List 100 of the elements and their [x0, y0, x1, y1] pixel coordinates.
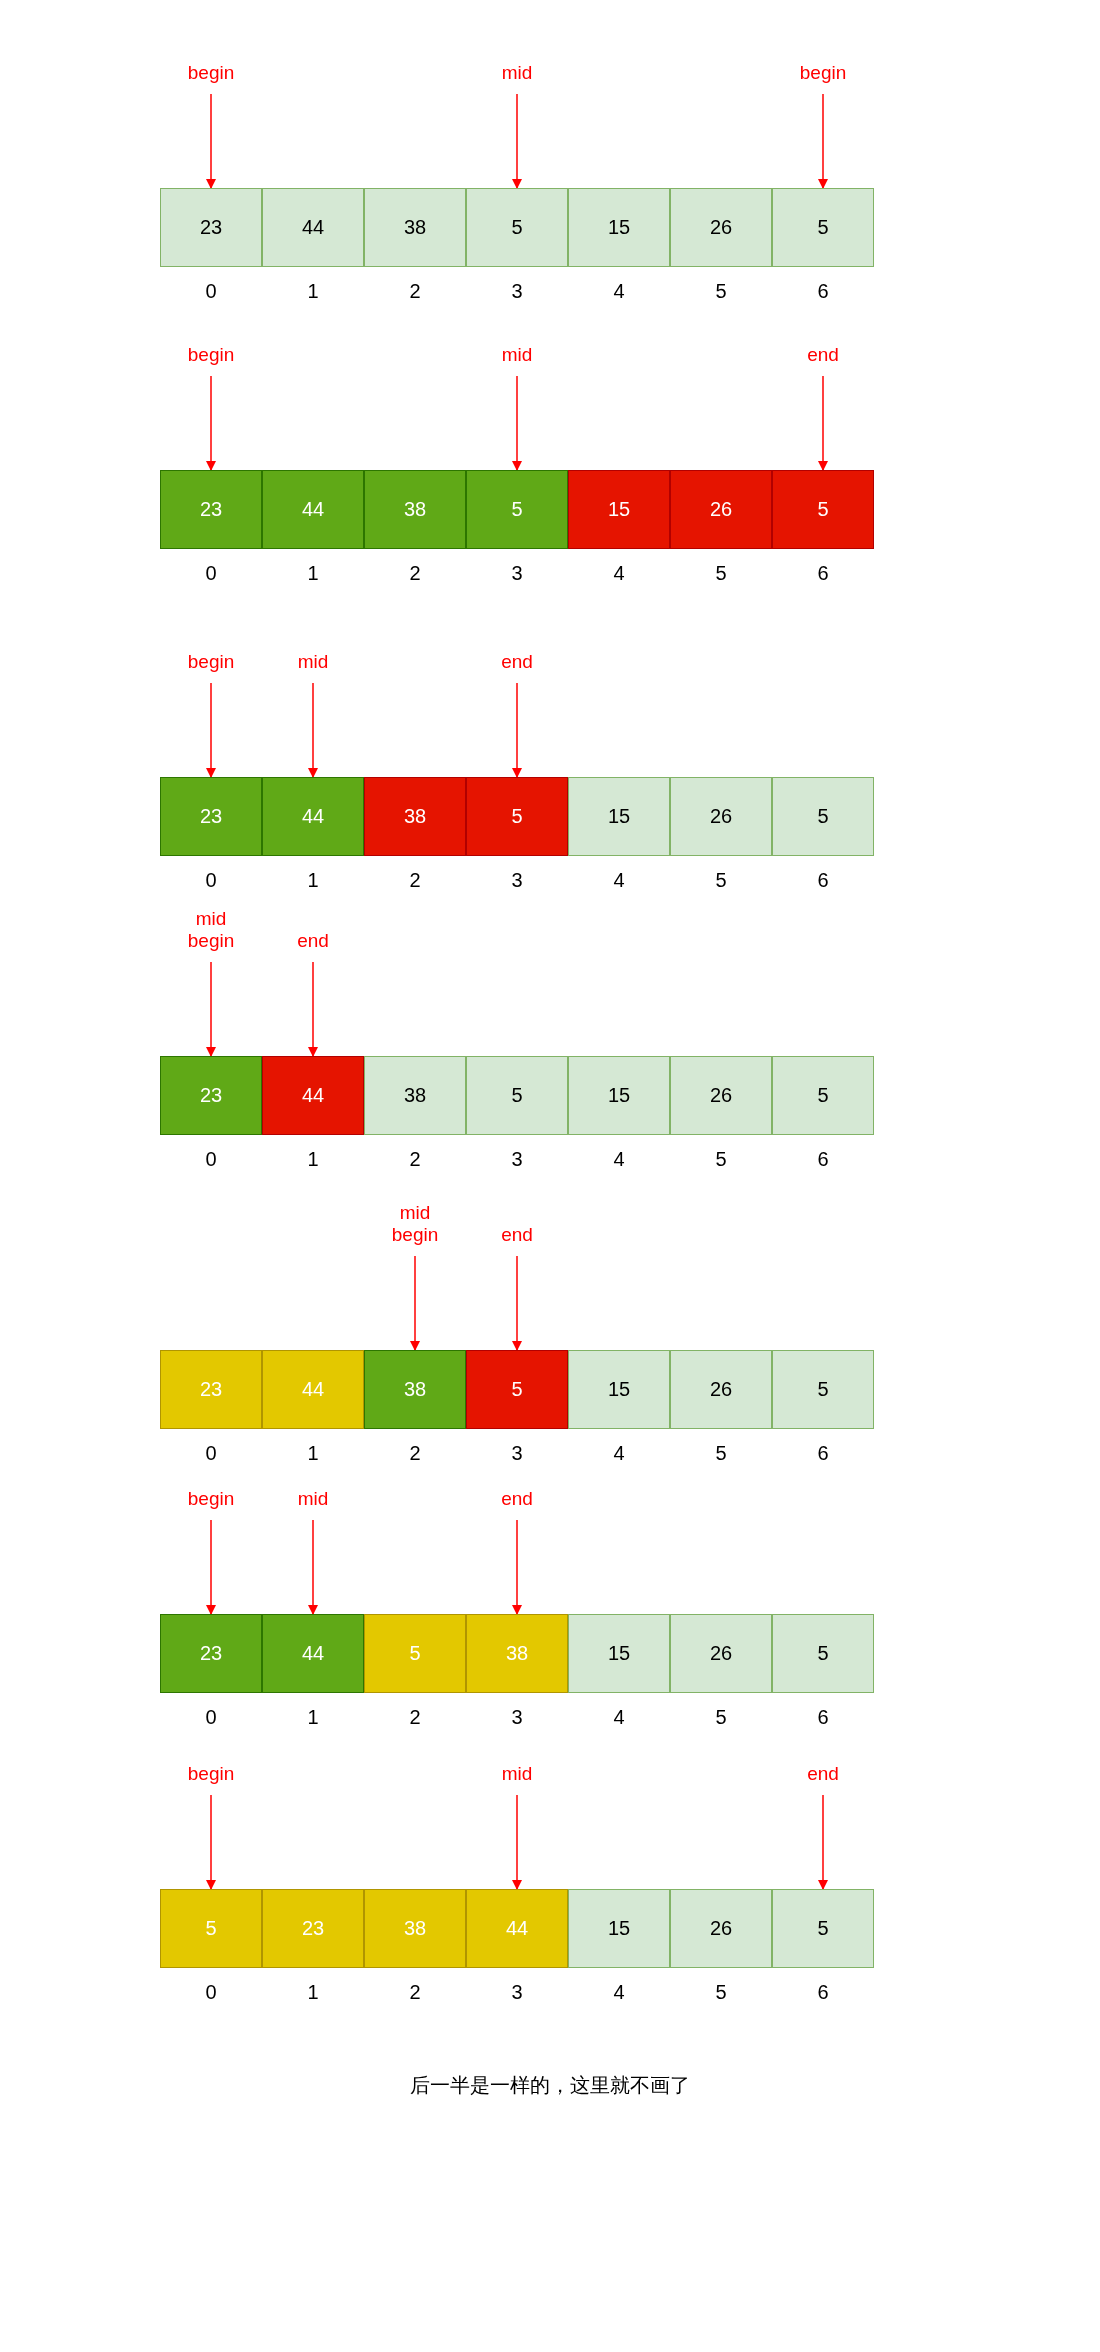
array-cell: 44	[262, 470, 364, 549]
index-number: 0	[204, 1706, 218, 1729]
index-number: 4	[612, 1442, 626, 1465]
array-cell: 26	[670, 777, 772, 856]
index-number: 5	[714, 1442, 728, 1465]
array-cell: 5	[772, 1350, 874, 1429]
index-number: 2	[408, 869, 422, 892]
index-number: 3	[510, 1706, 524, 1729]
index-number: 0	[204, 869, 218, 892]
index-number: 1	[306, 1706, 320, 1729]
index-number: 2	[408, 562, 422, 585]
array-cell: 5	[772, 777, 874, 856]
index-number: 6	[816, 562, 830, 585]
array-cell: 38	[364, 470, 466, 549]
array-cell: 26	[670, 1056, 772, 1135]
arrow	[818, 375, 828, 471]
index-number: 4	[612, 869, 626, 892]
arrow	[410, 1255, 420, 1351]
pointer-label: begin	[161, 1488, 261, 1510]
index-number: 0	[204, 1148, 218, 1171]
caption: 后一半是一样的，这里就不画了	[409, 2073, 691, 2098]
index-number: 2	[408, 280, 422, 303]
array-cell: 15	[568, 188, 670, 267]
index-number: 3	[510, 1981, 524, 2004]
array-cell: 5	[772, 188, 874, 267]
array-cell: 15	[568, 1350, 670, 1429]
pointer-label: mid	[467, 344, 567, 366]
arrow	[512, 93, 522, 189]
index-number: 2	[408, 1981, 422, 2004]
index-number: 5	[714, 1981, 728, 2004]
index-number: 5	[714, 1148, 728, 1171]
array-cell: 38	[364, 1056, 466, 1135]
index-number: 4	[612, 1981, 626, 2004]
array-cell: 38	[364, 1889, 466, 1968]
array-cell: 23	[160, 777, 262, 856]
pointer-label: mid	[263, 651, 363, 673]
arrow	[512, 682, 522, 778]
array-cell: 26	[670, 1614, 772, 1693]
index-number: 4	[612, 1706, 626, 1729]
pointer-label: end	[773, 344, 873, 366]
array-cell: 5	[772, 1889, 874, 1968]
arrow	[512, 1255, 522, 1351]
pointer-label: begin	[161, 62, 261, 84]
pointer-label: begin	[161, 344, 261, 366]
index-number: 0	[204, 1442, 218, 1465]
array-cell: 5	[466, 1350, 568, 1429]
array-cell: 23	[160, 188, 262, 267]
index-number: 3	[510, 562, 524, 585]
index-number: 1	[306, 1981, 320, 2004]
index-number: 3	[510, 280, 524, 303]
array-cell: 38	[364, 188, 466, 267]
pointer-label: end	[263, 930, 363, 952]
array-cell: 15	[568, 1056, 670, 1135]
array-cell: 15	[568, 777, 670, 856]
array-cell: 5	[160, 1889, 262, 1968]
array-cell: 23	[160, 1614, 262, 1693]
array-cell: 5	[772, 470, 874, 549]
index-number: 1	[306, 1148, 320, 1171]
arrow	[818, 93, 828, 189]
index-number: 1	[306, 869, 320, 892]
array-cell: 5	[466, 777, 568, 856]
index-number: 6	[816, 1981, 830, 2004]
index-number: 5	[714, 1706, 728, 1729]
pointer-label: mid begin	[161, 908, 261, 952]
arrow	[206, 375, 216, 471]
arrow	[512, 375, 522, 471]
array-cell: 44	[262, 1056, 364, 1135]
arrow	[308, 1519, 318, 1615]
pointer-label: begin	[161, 1763, 261, 1785]
index-number: 3	[510, 1148, 524, 1171]
index-number: 0	[204, 1981, 218, 2004]
array-cell: 26	[670, 1350, 772, 1429]
index-number: 4	[612, 1148, 626, 1171]
index-number: 5	[714, 280, 728, 303]
arrow	[206, 93, 216, 189]
index-number: 2	[408, 1706, 422, 1729]
index-number: 5	[714, 869, 728, 892]
arrow	[512, 1794, 522, 1890]
arrow	[206, 682, 216, 778]
array-cell: 26	[670, 1889, 772, 1968]
array-cell: 15	[568, 1889, 670, 1968]
array-cell: 44	[262, 1350, 364, 1429]
index-number: 2	[408, 1442, 422, 1465]
index-number: 3	[510, 869, 524, 892]
index-number: 2	[408, 1148, 422, 1171]
array-cell: 5	[364, 1614, 466, 1693]
array-cell: 44	[262, 1614, 364, 1693]
pointer-label: begin	[161, 651, 261, 673]
array-cell: 15	[568, 470, 670, 549]
array-cell: 26	[670, 470, 772, 549]
index-number: 1	[306, 562, 320, 585]
array-cell: 44	[262, 777, 364, 856]
array-cell: 5	[466, 1056, 568, 1135]
index-number: 4	[612, 280, 626, 303]
arrow	[308, 682, 318, 778]
array-cell: 26	[670, 188, 772, 267]
index-number: 0	[204, 562, 218, 585]
array-cell: 23	[160, 470, 262, 549]
array-cell: 15	[568, 1614, 670, 1693]
pointer-label: end	[773, 1763, 873, 1785]
